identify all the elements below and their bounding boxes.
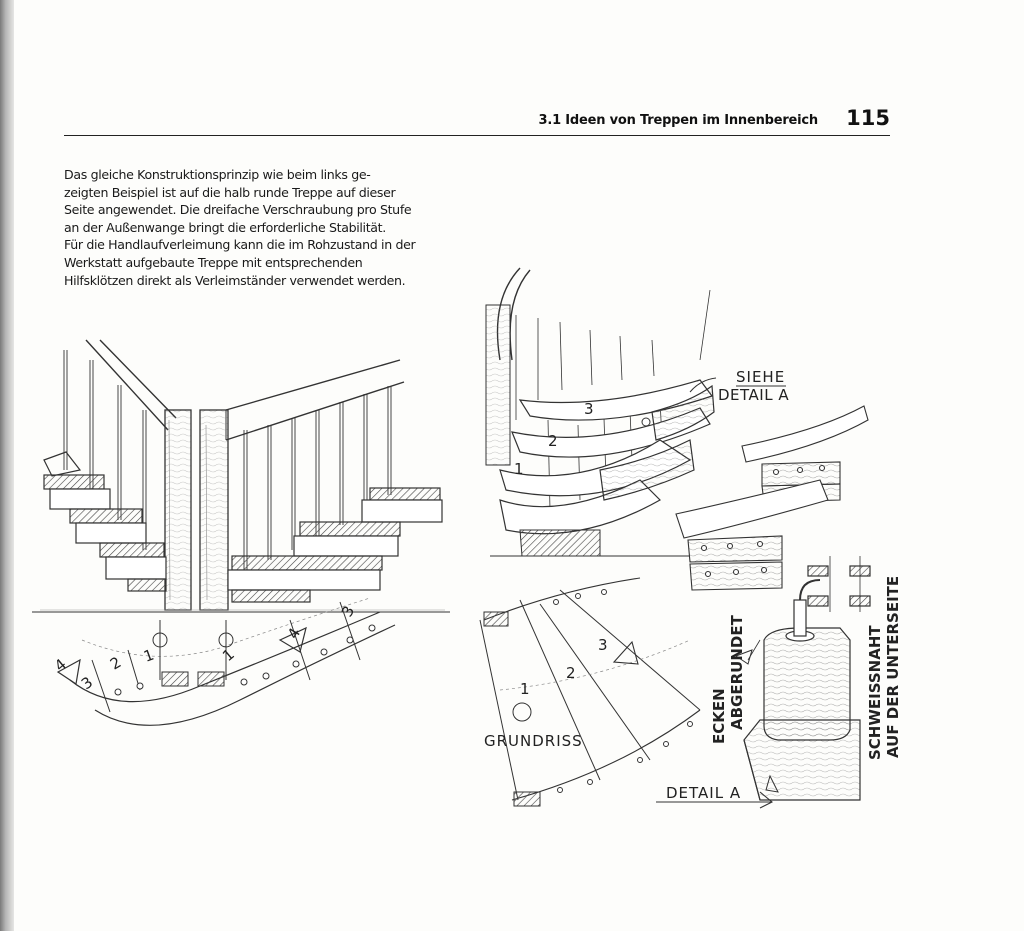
step-number: 4 xyxy=(51,655,70,675)
step-number: 3 xyxy=(598,636,608,654)
step-number: 2 xyxy=(107,653,124,673)
step-number: 3 xyxy=(584,400,594,418)
detail-a-reference: DETAIL A xyxy=(718,386,789,404)
spiral-step-numbers: 1 2 3 xyxy=(514,400,594,478)
siehe-label: SIEHE xyxy=(736,368,785,386)
ecken-label: ECKEN xyxy=(710,688,728,744)
schweissnaht-label: SCHWEISSNAHT xyxy=(866,625,884,760)
step-number: 1 xyxy=(514,460,524,478)
step-number: 2 xyxy=(548,432,558,450)
unterseite-label: AUF DER UNTERSEITE xyxy=(884,576,902,758)
abgerundet-label: ABGERUNDET xyxy=(728,614,746,730)
detail-a-caption: DETAIL A xyxy=(656,784,773,809)
body-line: Für die Handlaufverleimung kann die im R… xyxy=(64,237,416,253)
body-line: Das gleiche Konstruktionsprinzip wie bei… xyxy=(64,167,371,182)
left-stair-elevation xyxy=(32,339,450,613)
step-number: 2 xyxy=(566,664,576,682)
running-header: 3.1 Ideen von Treppen im Innenbereich 11… xyxy=(64,104,891,136)
body-line: zeigten Beispiel ist auf die halb runde … xyxy=(64,184,396,200)
step-number: 1 xyxy=(219,645,238,665)
step-number: 3 xyxy=(78,673,96,693)
book-spine-shadow xyxy=(0,0,14,931)
page-number: 115 xyxy=(846,106,890,130)
step-number: 1 xyxy=(520,680,530,698)
siehe-detail-callout: SIEHE DETAIL A xyxy=(689,368,789,404)
spiral-stair-perspective xyxy=(485,267,715,557)
step-number: 3 xyxy=(338,603,358,620)
right-stair-plan xyxy=(479,577,701,807)
grundriss-label: GRUNDRISS xyxy=(484,732,583,750)
exploded-step-boards xyxy=(675,405,869,591)
body-line: Seite angewendet. Die dreifache Verschra… xyxy=(64,202,412,218)
step-number: 1 xyxy=(141,646,156,666)
body-paragraph: Das gleiche Konstruktionsprinzip wie bei… xyxy=(64,166,464,289)
detail-a-newel xyxy=(734,556,871,801)
header-rule xyxy=(64,135,890,136)
body-line: Hilfsklötzen direkt als Verleimständer v… xyxy=(64,272,406,288)
detail-a-label: DETAIL A xyxy=(666,784,741,802)
body-line: an der Außenwange bringt die erforderlic… xyxy=(64,219,386,235)
body-line: Werkstatt aufgebaute Treppe mit entsprec… xyxy=(64,254,363,270)
step-number: 4 xyxy=(284,625,304,642)
header-title: 3.1 Ideen von Treppen im Innenbereich xyxy=(538,113,819,128)
right-plan-step-numbers: 1 2 3 xyxy=(520,636,608,698)
left-stair-plan xyxy=(56,597,396,726)
